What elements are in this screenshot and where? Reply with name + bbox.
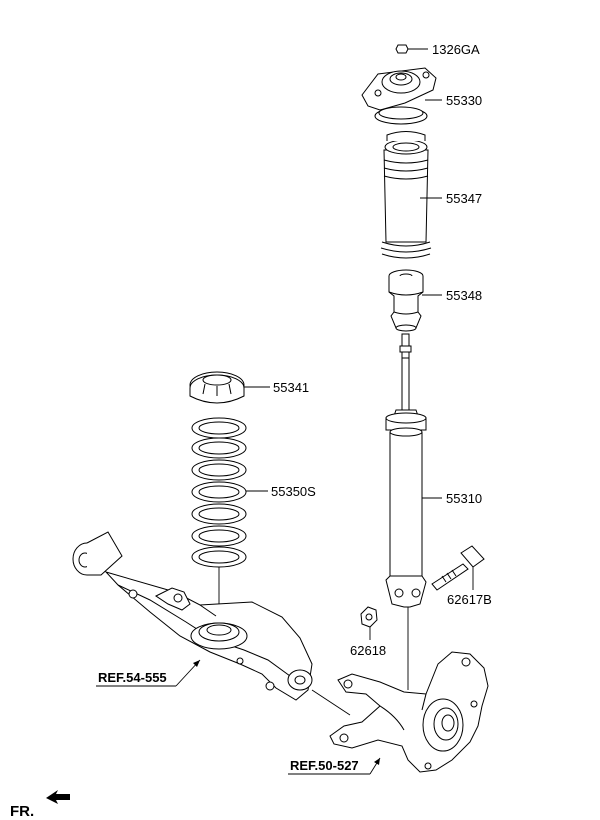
label-ref-50-527: REF.50-527	[290, 758, 359, 773]
top-nut-part	[395, 44, 428, 54]
lower-nut-part	[360, 606, 378, 640]
spring-pad-part	[189, 371, 270, 404]
label-62617b: 62617B	[447, 592, 492, 607]
front-arrow-icon	[46, 790, 70, 804]
coil-spring-part	[191, 417, 268, 622]
label-ref-54-555: REF.54-555	[98, 670, 167, 685]
label-55348: 55348	[446, 288, 482, 303]
label-front: FR.	[10, 803, 34, 820]
label-55350s: 55350S	[271, 484, 316, 499]
ref-54-555-callout: REF.54-555	[96, 659, 201, 687]
shock-absorber-part	[385, 333, 442, 690]
label-55310: 55310	[446, 491, 482, 506]
lower-control-arm-part	[72, 531, 351, 716]
bump-stopper-part	[388, 269, 442, 332]
dust-cover-part	[380, 131, 442, 259]
label-1326ga: 1326GA	[432, 42, 480, 57]
strut-mount-part	[361, 67, 442, 125]
label-55341: 55341	[273, 380, 309, 395]
label-55347: 55347	[446, 191, 482, 206]
knuckle-part	[329, 651, 489, 773]
bolt-part	[431, 545, 485, 591]
label-55330: 55330	[446, 93, 482, 108]
front-indicator: FR.	[10, 790, 70, 820]
ref-50-527-callout: REF.50-527	[288, 757, 381, 775]
label-62618: 62618	[350, 643, 386, 658]
